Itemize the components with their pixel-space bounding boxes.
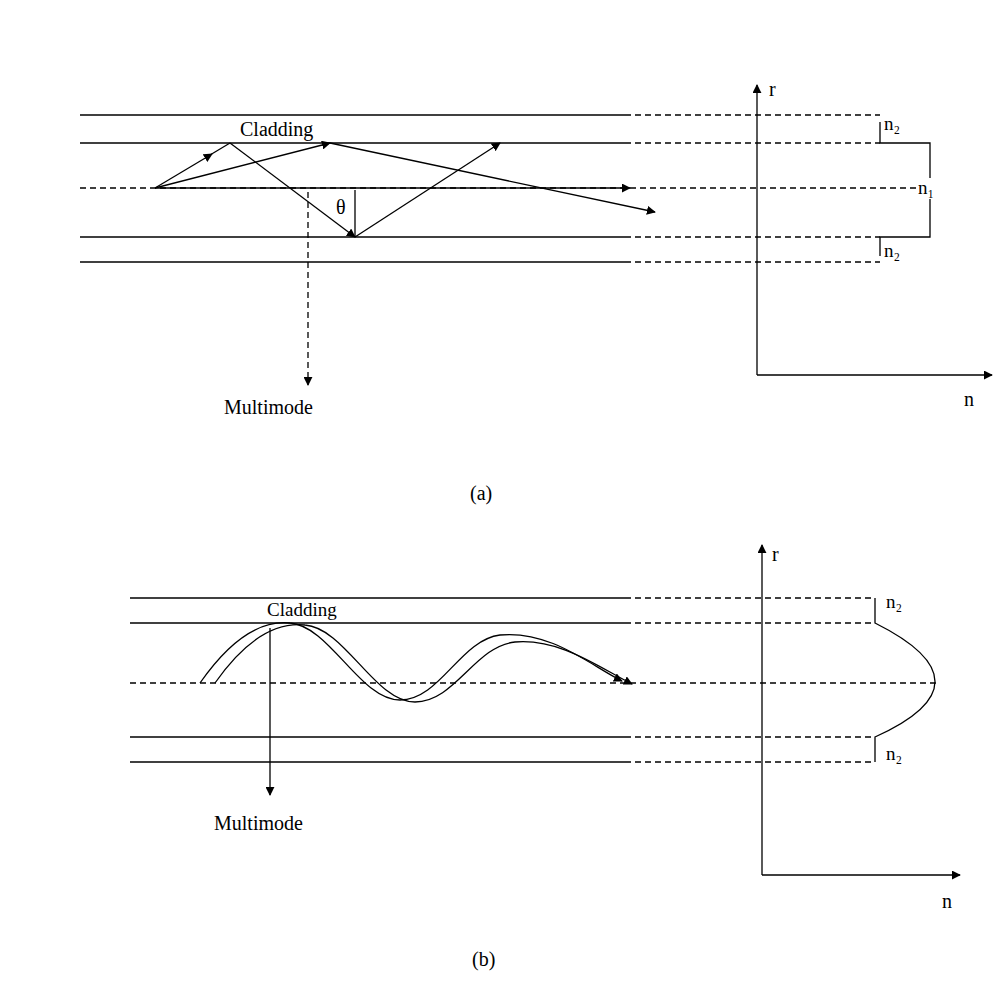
axis-label: r [770,543,781,565]
step-index-profile [757,85,992,375]
light-rays [155,143,655,237]
callout-label: Multimode [212,812,305,834]
index-label: n₂ [882,241,902,262]
axis-label: r [767,78,778,100]
region-label: Cladding [265,600,339,621]
leader-arrow [269,628,270,795]
angle-label: θ [334,196,348,218]
leader-arrow [307,192,308,385]
index-label: n₂ [884,592,904,613]
graded-index-fiber [130,598,940,762]
index-label: n₂ [882,114,902,135]
index-label: n₂ [884,744,904,765]
graded-index-profile [762,545,960,875]
axis-label: n [962,388,976,410]
callout-label: Multimode [222,396,315,418]
panel-label: (a) [468,482,494,504]
axis-label: n [940,890,954,912]
panel-label: (b) [470,948,497,970]
step-index-fiber [80,115,940,262]
region-label: Cladding [238,118,315,140]
curved-rays [200,623,632,702]
index-label: n₁ [916,178,936,199]
